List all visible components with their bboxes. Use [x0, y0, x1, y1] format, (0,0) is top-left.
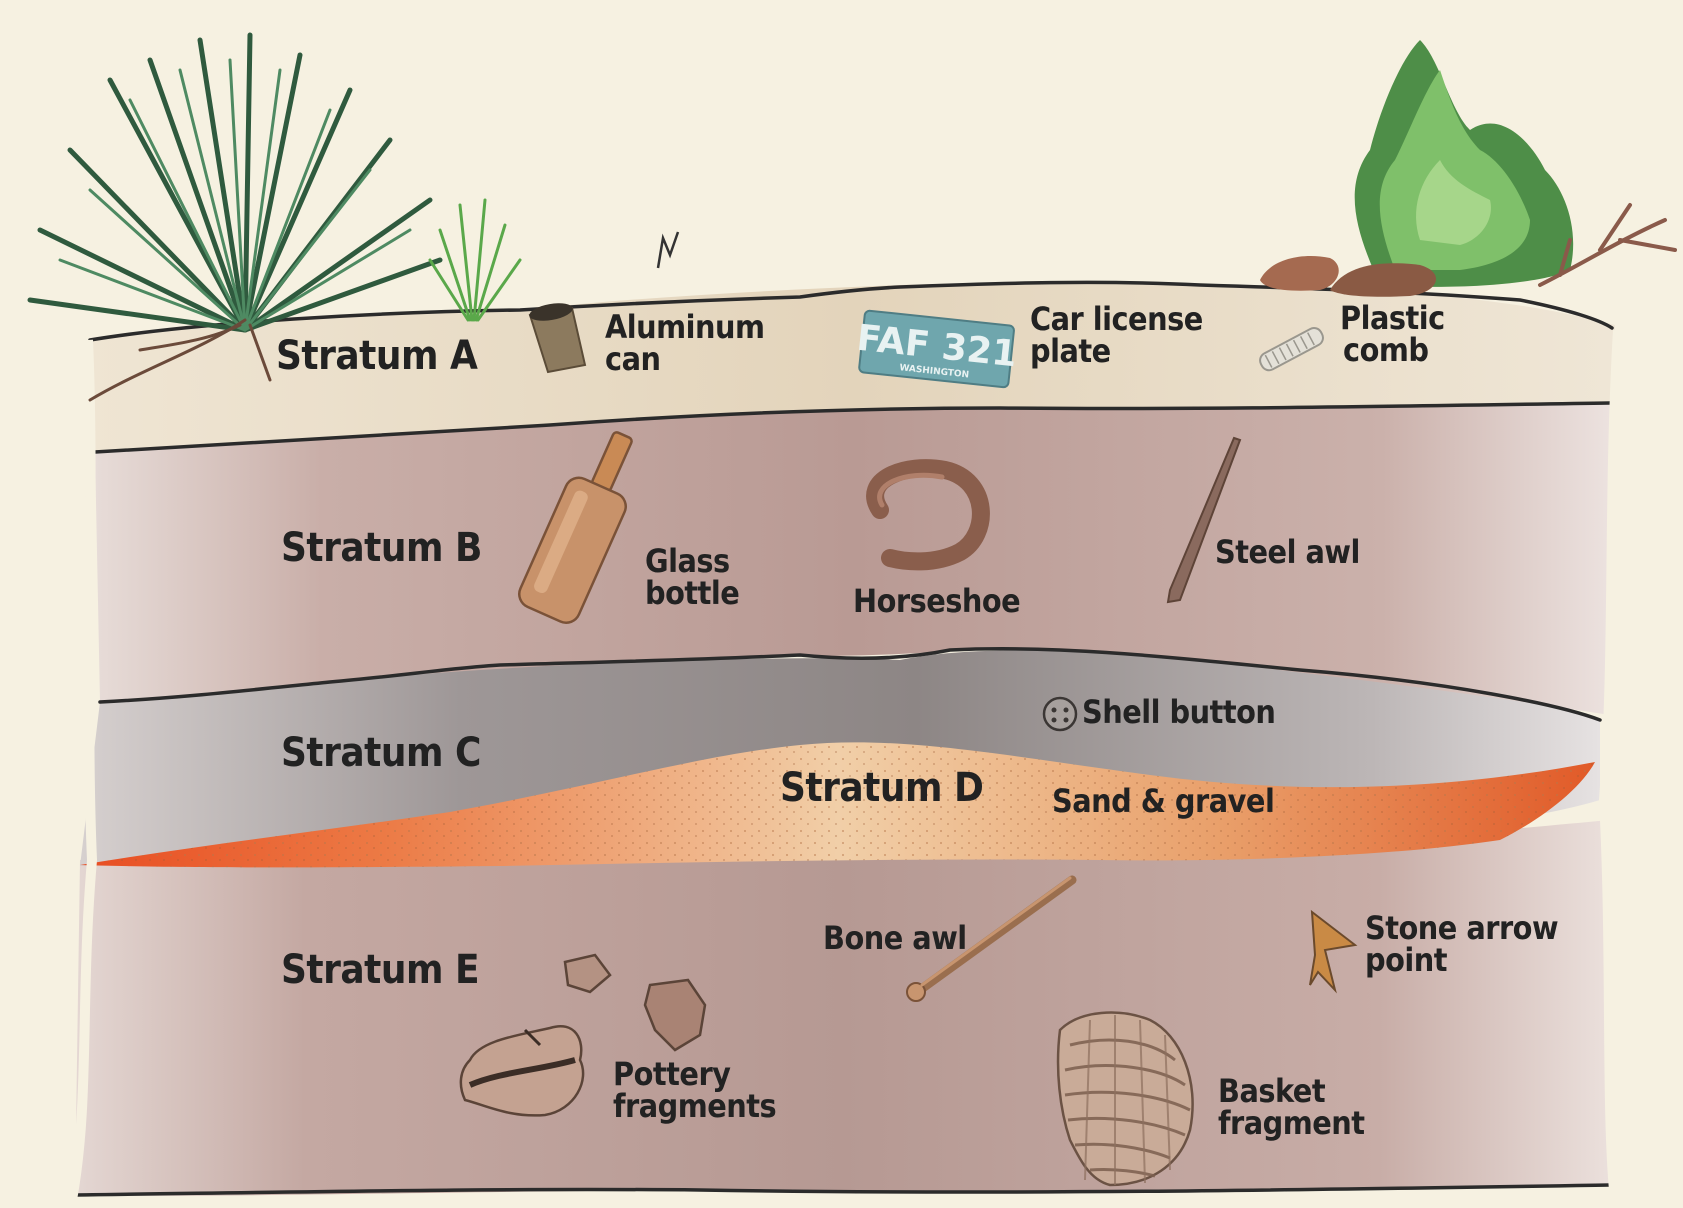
bird-icon [658, 232, 678, 268]
arrow-point-label: Stone arrow point [1365, 912, 1558, 976]
plastic-comb-label-line2: comb [1340, 334, 1445, 366]
stratum-a-label: Stratum A [276, 336, 477, 376]
aluminum-can-label-line1: Aluminum [605, 311, 765, 343]
glass-bottle-label: Glass bottle [645, 545, 739, 609]
license-plate-label-line1: Car license [1030, 303, 1203, 335]
arrow-point-label-line1: Stone arrow [1365, 912, 1558, 944]
stratum-c-label: Stratum C [281, 733, 481, 773]
bone-awl-label: Bone awl [823, 922, 967, 954]
glass-bottle-label-line2: bottle [645, 577, 739, 609]
sand-gravel-label: Sand & gravel [1052, 785, 1274, 817]
stratum-e-layer [75, 820, 1610, 1196]
pottery-label-line2: fragments [613, 1090, 776, 1122]
steel-awl-label: Steel awl [1215, 536, 1360, 568]
aluminum-can-label: Aluminum can [605, 311, 765, 375]
pottery-label: Pottery fragments [613, 1058, 776, 1122]
shrub-icon [1355, 40, 1573, 287]
pottery-label-line1: Pottery [613, 1058, 776, 1090]
grass-tuft-icon [430, 200, 520, 320]
stratum-b-label: Stratum B [281, 528, 482, 568]
stratum-e-label: Stratum E [281, 950, 479, 990]
button-icon [1044, 698, 1076, 730]
plastic-comb-label: Plastic comb [1340, 302, 1445, 366]
horseshoe-label: Horseshoe [853, 585, 1020, 617]
license-plate-label-line2: plate [1030, 335, 1203, 367]
plastic-comb-label-line1: Plastic [1340, 302, 1445, 334]
shell-button-label: Shell button [1082, 696, 1275, 728]
basket-label-line2: fragment [1218, 1107, 1365, 1139]
glass-bottle-label-line1: Glass [645, 545, 739, 577]
arrow-point-label-line2: point [1365, 944, 1558, 976]
aluminum-can-label-line2: can [605, 343, 765, 375]
basket-label: Basket fragment [1218, 1075, 1365, 1139]
basket-label-line1: Basket [1218, 1075, 1365, 1107]
license-plate-label: Car license plate [1030, 303, 1203, 367]
stratum-d-label: Stratum D [780, 768, 983, 808]
